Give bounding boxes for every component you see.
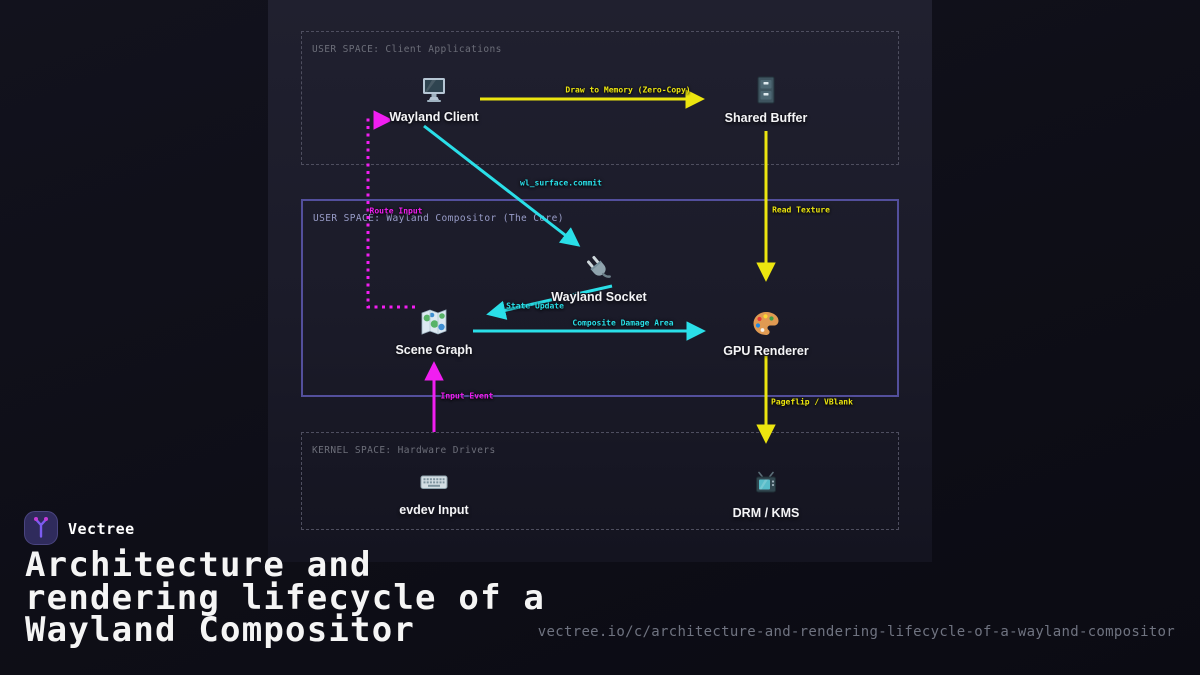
node-scene-graph: Scene Graph <box>354 306 514 357</box>
node-label: Wayland Client <box>389 110 479 124</box>
node-label: DRM / KMS <box>732 506 800 520</box>
page-title-line2: rendering lifecycle of a <box>25 577 546 618</box>
edge-label-draw-to-memory: Draw to Memory (Zero-Copy) <box>565 85 691 95</box>
node-label: GPU Renderer <box>723 344 809 358</box>
file-cabinet-icon <box>757 76 775 104</box>
node-label: Shared Buffer <box>724 111 808 125</box>
edge-label-read-texture: Read Texture <box>772 205 830 215</box>
edge-label-pageflip-vblank: Pageflip / VBlank <box>771 397 853 407</box>
section-label: USER SPACE: Wayland Compositor (The Core… <box>313 213 564 224</box>
keyboard-icon <box>420 475 448 489</box>
footer-url: vectree.io/c/architecture-and-rendering-… <box>537 624 1175 640</box>
vectree-logo-icon <box>24 511 58 545</box>
node-label: evdev Input <box>399 503 469 517</box>
desktop-computer-icon <box>423 78 445 102</box>
page-title: Architecture and rendering lifecycle of … <box>25 545 546 650</box>
edge-label-wl-surface-commit: wl_surface.commit <box>520 178 602 188</box>
edge-label-state-update: State Update <box>506 301 564 311</box>
section-kernel-space: KERNEL SPACE: Hardware Drivers <box>301 432 899 530</box>
node-drm-kms: DRM / KMS <box>686 469 846 520</box>
artist-palette-icon <box>753 312 779 335</box>
section-label: USER SPACE: Client Applications <box>312 44 502 55</box>
node-wayland-socket: Wayland Socket <box>519 253 679 304</box>
page-title-line3: Wayland Compositor <box>25 610 416 650</box>
edge-label-route-input: Route Input <box>369 206 423 216</box>
page-title-line1: Architecture and <box>25 545 372 585</box>
node-evdev-input: evdev Input <box>354 466 514 517</box>
node-gpu-renderer: GPU Renderer <box>686 307 846 358</box>
brand-name: Vectree <box>68 520 135 538</box>
world-map-icon <box>421 309 447 335</box>
edge-label-input-event: Input Event <box>440 391 494 401</box>
node-label: Wayland Socket <box>551 290 647 304</box>
section-client-applications: USER SPACE: Client Applications <box>301 31 899 165</box>
television-icon <box>756 471 776 493</box>
section-label: KERNEL SPACE: Hardware Drivers <box>312 445 496 456</box>
node-label: Scene Graph <box>395 343 473 357</box>
node-shared-buffer: Shared Buffer <box>686 74 846 125</box>
node-wayland-client: Wayland Client <box>354 73 514 124</box>
electric-plug-icon <box>587 255 611 278</box>
edge-label-composite-damage-area: Composite Damage Area <box>572 318 674 328</box>
